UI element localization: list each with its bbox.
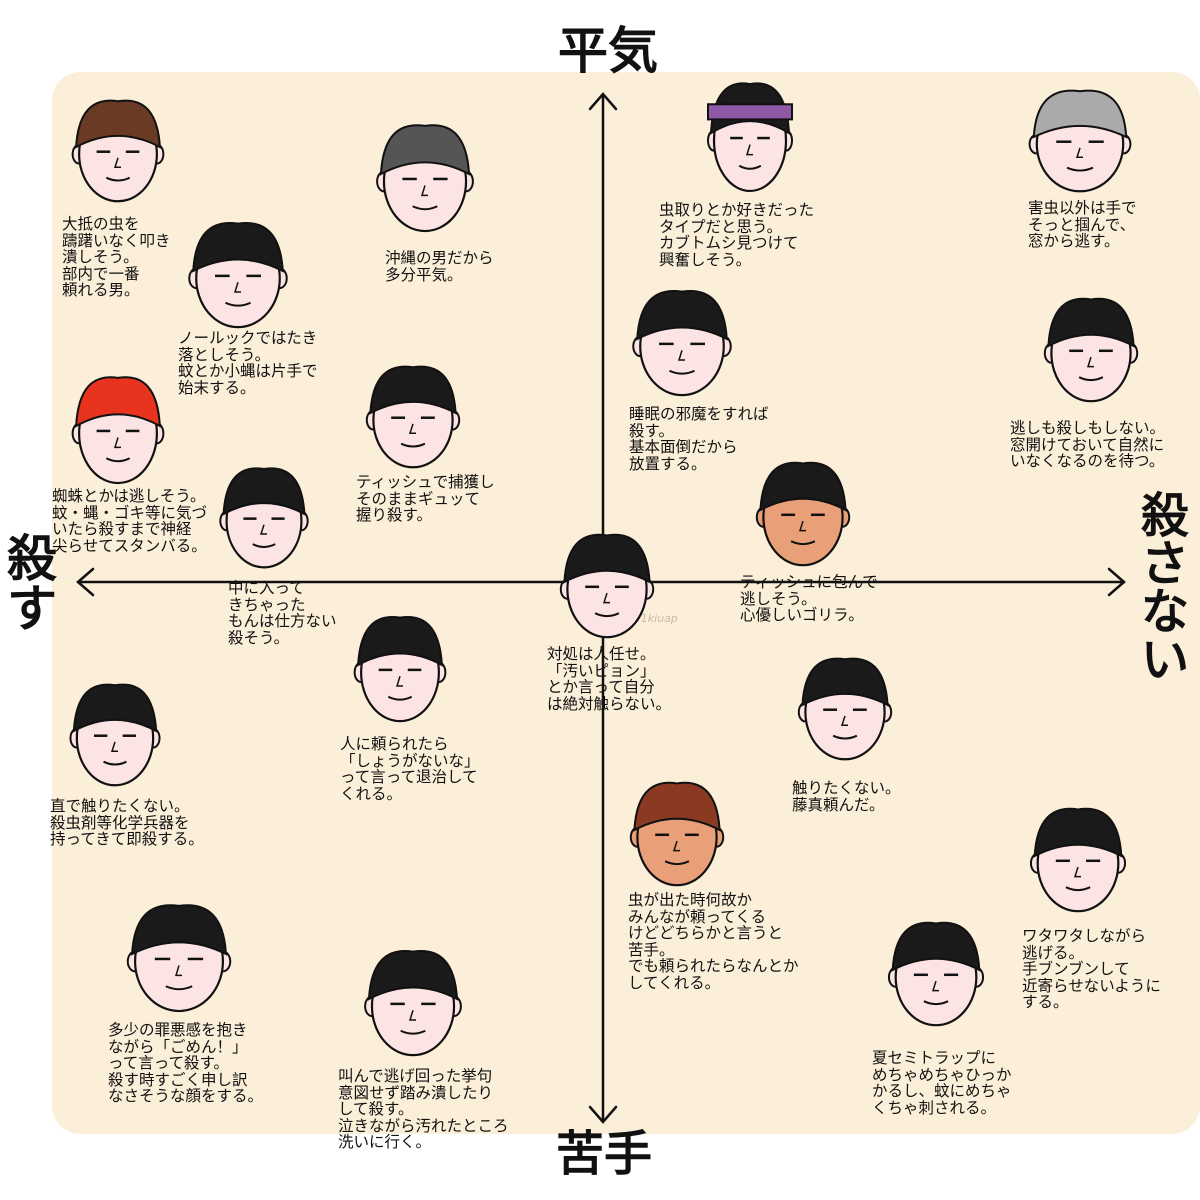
- character-face: [624, 278, 740, 400]
- character-comment: 触りたくない。 藤真頼んだ。: [792, 780, 901, 813]
- character-comment: 対処は人任せ。 「汚いピョン」 とか言って自分 は絶対触らない。: [547, 646, 671, 712]
- character-comment: 夏セミトラップに めちゃめちゃひっか かるし、蚊にめちゃ くちゃ刺される。: [872, 1050, 1012, 1116]
- character-comment: 虫取りとか好きだった タイプだと思う。 カブトムシ見つけて 興奮しそう。: [659, 202, 814, 268]
- character-comment: 直で触りたくない。 殺虫剤等化学兵器を 持ってきて即殺する。: [50, 798, 204, 848]
- character-face: [622, 770, 732, 890]
- axis-label-top: 平気: [558, 26, 658, 76]
- character-face: [790, 646, 900, 764]
- character-comment: ティッシュで捕獲し そのままギュッて 握り殺す。: [356, 474, 495, 524]
- character-comment: ワタワタしながら 逃げる。 手ブンブンして 近寄らせないように する。: [1022, 928, 1161, 1011]
- character-face: [212, 456, 316, 572]
- character-face: [118, 892, 240, 1016]
- character-face: [180, 210, 296, 332]
- axis-label-bottom: 苦手: [556, 1130, 652, 1178]
- character-face: [700, 70, 800, 196]
- axis-label-left: 殺す: [6, 534, 58, 634]
- character-comment: 沖縄の男だから 多分平気。: [385, 250, 494, 283]
- character-comment: 害虫以外は手で そっと掴んで、 窓から逃す。: [1028, 200, 1137, 250]
- character-comment: 大抵の虫を 躊躇いなく叩き 潰しそう。 部内で一番 頼れる男。: [62, 216, 171, 299]
- character-comment: 睡眠の邪魔をすれば 殺す。 基本面倒だから 放置する。: [629, 406, 769, 472]
- axis-label-right: 殺さない: [1136, 492, 1194, 684]
- character-face: [1036, 286, 1146, 406]
- character-face: [368, 112, 482, 236]
- character-face: [880, 910, 992, 1030]
- character-comment: 虫が出た時何故か みんなが頼ってくる けどどちらかと言うと 苦手。 でも頼られた…: [628, 892, 799, 991]
- character-comment: 人に頼られたら 「しょうがないな」 って言って退治して くれる。: [340, 736, 480, 802]
- character-comment: 中に入って きちゃった もんは仕方ない 殺そう。: [228, 580, 337, 646]
- character-face: [552, 522, 662, 642]
- character-face: [62, 672, 168, 790]
- character-comment: ノールックではたき 落としそう。 蚊とか小蝿は片手で 始末する。: [178, 330, 318, 396]
- character-face: [356, 938, 470, 1060]
- character-comment: 叫んで逃げ回った挙句 意図せず踏み潰したり して殺す。 泣きながら汚れたところ …: [338, 1068, 509, 1151]
- character-face: [1020, 78, 1140, 196]
- character-comment: 多少の罪悪感を抱き ながら「ごめん！」 って言って殺す。 殺す時すごく申し訳 な…: [108, 1022, 263, 1105]
- character-face: [64, 88, 172, 206]
- character-comment: 逃しも殺しもしない。 窓開けておいて自然に いなくなるのを待つ。: [1010, 420, 1165, 470]
- character-face: [1022, 796, 1134, 916]
- character-comment: ティッシュに包んで 逃しそう。 心優しいゴリラ。: [740, 574, 878, 624]
- character-comment: 蜘蛛とかは逃しそう。 蚊・蝿・ゴキ等に気づ いたら殺すまで神経 尖らせてスタンバ…: [52, 488, 207, 554]
- character-face: [358, 354, 468, 472]
- character-face: [64, 364, 172, 488]
- headband: [708, 104, 792, 119]
- character-face: [346, 604, 454, 726]
